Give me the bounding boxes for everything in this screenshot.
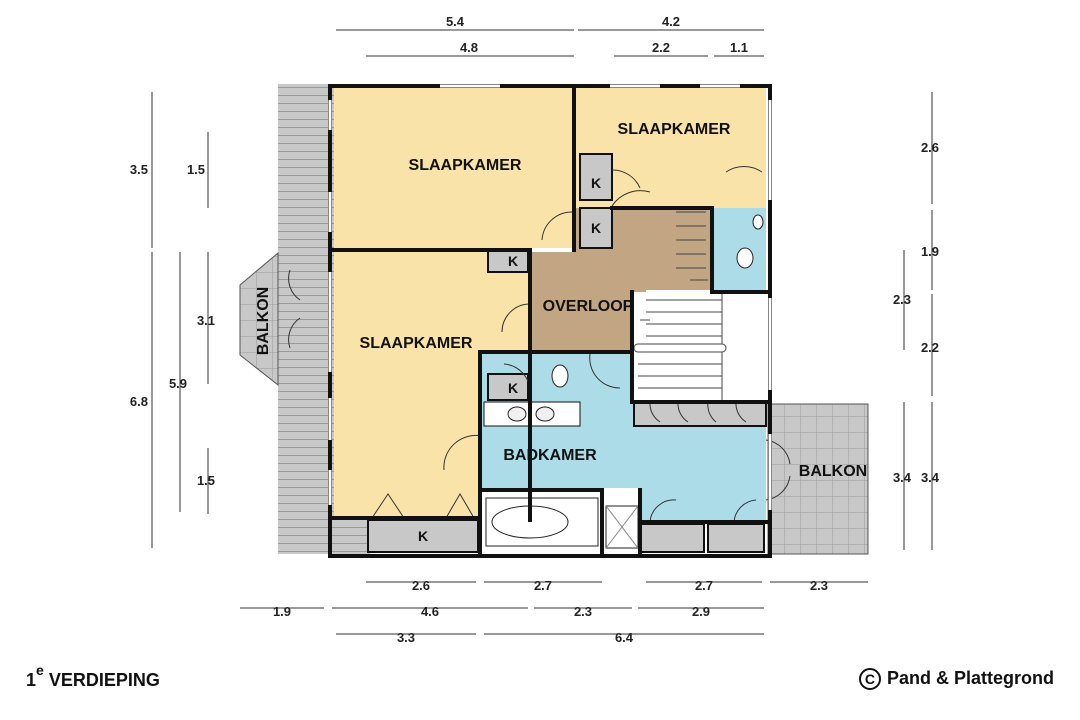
floor-label: 1e VERDIEPING bbox=[26, 662, 160, 691]
dim-left-f: 1.5 bbox=[197, 473, 215, 488]
dim-top-c: 4.8 bbox=[460, 40, 478, 55]
copyright-icon: C bbox=[858, 668, 881, 690]
label-bathroom: BADKAMER bbox=[503, 447, 597, 464]
label-bedroom-left: SLAAPKAMER bbox=[360, 335, 473, 352]
closet-label: K bbox=[508, 253, 518, 269]
closet-1 bbox=[579, 153, 613, 201]
dim-top-a: 5.4 bbox=[446, 14, 465, 29]
sink-icon bbox=[507, 406, 527, 422]
bathroom bbox=[482, 352, 766, 522]
wardrobe bbox=[633, 401, 767, 427]
label-balcony-right: BALKON bbox=[799, 463, 867, 480]
toilet-icon-2 bbox=[736, 247, 754, 269]
handrail bbox=[633, 343, 727, 353]
dim-bottom-e: 1.9 bbox=[273, 604, 291, 619]
dim-bottom-i: 3.3 bbox=[397, 630, 415, 645]
closets bbox=[367, 153, 767, 553]
balcony-left bbox=[239, 251, 279, 387]
floor-suffix: e bbox=[36, 662, 44, 678]
label-landing: OVERLOOP bbox=[543, 298, 634, 315]
dim-bottom-h: 2.9 bbox=[692, 604, 710, 619]
toilet-icon bbox=[551, 364, 569, 388]
closet-label: K bbox=[591, 220, 601, 236]
dim-right-e: 3.4 bbox=[893, 470, 912, 485]
label-bedroom-top-left: SLAAPKAMER bbox=[409, 157, 522, 174]
dim-bottom-j: 6.4 bbox=[615, 630, 634, 645]
dim-right-a: 2.6 bbox=[921, 140, 939, 155]
bedroom-top-left bbox=[334, 88, 574, 248]
dim-right-f: 3.4 bbox=[921, 470, 940, 485]
label-bedroom-top-right: SLAAPKAMER bbox=[618, 121, 731, 138]
dim-bottom-d: 2.3 bbox=[810, 578, 828, 593]
dim-right-c: 2.3 bbox=[893, 292, 911, 307]
copyright-text: Pand & Plattegrond bbox=[886, 668, 1054, 688]
dim-left-d: 5.9 bbox=[169, 376, 187, 391]
dim-bottom-f: 4.6 bbox=[421, 604, 439, 619]
door-swings bbox=[288, 166, 791, 523]
floor-word: VERDIEPING bbox=[48, 670, 160, 690]
dim-top-e: 1.1 bbox=[730, 40, 748, 55]
sink-icon-2 bbox=[535, 406, 555, 422]
small-sink-icon bbox=[752, 214, 764, 230]
dim-right-d: 2.2 bbox=[921, 340, 939, 355]
closet-6 bbox=[639, 523, 705, 553]
dim-bottom-g: 2.3 bbox=[574, 604, 592, 619]
dim-left-b: 1.5 bbox=[187, 162, 205, 177]
dim-left-e: 6.8 bbox=[130, 394, 148, 409]
dim-bottom-a: 2.6 bbox=[412, 578, 430, 593]
dimension-lines bbox=[151, 29, 933, 635]
dim-bottom-b: 2.7 bbox=[534, 578, 552, 593]
dim-bottom-c: 2.7 bbox=[695, 578, 713, 593]
closet-2 bbox=[579, 207, 613, 249]
closet-5 bbox=[367, 519, 479, 553]
wall-openings bbox=[328, 84, 772, 510]
balcony-right bbox=[767, 403, 869, 555]
closet-4 bbox=[487, 373, 529, 401]
dim-top-b: 4.2 bbox=[662, 14, 680, 29]
closet-label: K bbox=[591, 175, 601, 191]
closet-label: K bbox=[508, 380, 518, 396]
dim-top-d: 2.2 bbox=[652, 40, 670, 55]
closet-label: K bbox=[418, 528, 428, 544]
floor-number: 1 bbox=[26, 670, 37, 690]
dim-left-a: 3.5 bbox=[130, 162, 148, 177]
label-balcony-left: BALKON bbox=[255, 287, 272, 355]
dim-left-c: 3.1 bbox=[197, 313, 215, 328]
closet-7 bbox=[707, 523, 765, 553]
dim-right-b: 1.9 bbox=[921, 244, 939, 259]
